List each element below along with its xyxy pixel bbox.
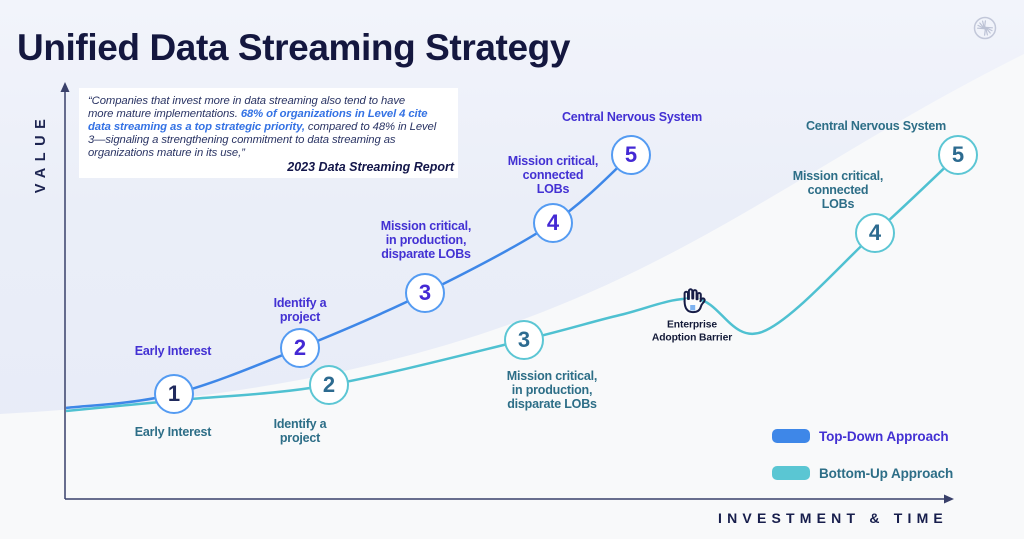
background-wedge xyxy=(0,54,1024,539)
top-down-stage-2-node: 2 xyxy=(280,328,320,368)
quote-post: compared to 48% in Level 3—signaling a s… xyxy=(88,121,437,160)
top-down-stage-3-label: Mission critical, in production, dispara… xyxy=(380,218,472,262)
legend-swatch-bottom-up xyxy=(772,466,810,480)
raised-hand-icon xyxy=(683,288,706,316)
y-axis-arrow xyxy=(60,82,70,92)
y-axis-label: VALUE xyxy=(33,112,49,194)
page-title: Unified Data Streaming Strategy xyxy=(17,27,571,68)
bottom-up-curve xyxy=(65,154,959,413)
bottom-up-stage-5-node: 5 xyxy=(938,135,978,175)
legend-label-top-down: Top-Down Approach xyxy=(819,428,949,444)
bottom-up-stage-4-node: 4 xyxy=(855,213,895,253)
top-down-stage-2-label: Identify a project xyxy=(273,295,327,324)
barrier-label: Enterprise Adoption Barrier xyxy=(651,319,733,343)
bottom-up-stage-4-label: Mission critical, connected LOBs xyxy=(792,168,884,212)
top-down-stage-3-node: 3 xyxy=(405,273,445,313)
x-axis-arrow xyxy=(944,494,954,504)
bottom-up-stage-2-label: Identify a project xyxy=(273,416,327,445)
starburst-logo-icon xyxy=(973,16,997,40)
bottom-up-stage-3-node: 3 xyxy=(504,320,544,360)
top-down-stage-4-label: Mission critical, connected LOBs xyxy=(507,153,599,197)
top-down-stage-5-label: Central Nervous System xyxy=(561,109,703,124)
legend-item-top-down: Top-Down Approach xyxy=(772,428,953,444)
legend-swatch-top-down xyxy=(772,429,810,443)
bottom-up-stage-5-label: Central Nervous System xyxy=(805,118,947,133)
quote-text: “Companies that invest more in data stre… xyxy=(88,95,454,160)
legend: Top-Down Approach Bottom-Up Approach xyxy=(772,429,953,503)
bottom-up-stage-2-node: 2 xyxy=(309,365,349,405)
top-down-stage-5-node: 5 xyxy=(611,135,651,175)
axes xyxy=(64,90,946,500)
quote-attribution: 2023 Data Streaming Report xyxy=(287,160,454,175)
bottom-up-stage-3-label: Mission critical, in production, dispara… xyxy=(506,368,598,412)
legend-item-bottom-up: Bottom-Up Approach xyxy=(772,465,954,481)
quote-highlight: 68% of organizations in Level 4 cite dat… xyxy=(88,108,428,134)
quote-box: “Companies that invest more in data stre… xyxy=(79,88,458,178)
top-down-stage-1-node: 1 xyxy=(154,374,194,414)
x-axis-label: INVESTMENT & TIME xyxy=(718,510,948,526)
bottom-up-stage-1-label: Early Interest xyxy=(134,424,212,439)
top-down-stage-4-node: 4 xyxy=(533,203,573,243)
legend-label-bottom-up: Bottom-Up Approach xyxy=(819,465,954,481)
top-down-stage-1-label: Early Interest xyxy=(134,343,212,358)
quote-pre: “Companies that invest more in data stre… xyxy=(88,95,406,121)
